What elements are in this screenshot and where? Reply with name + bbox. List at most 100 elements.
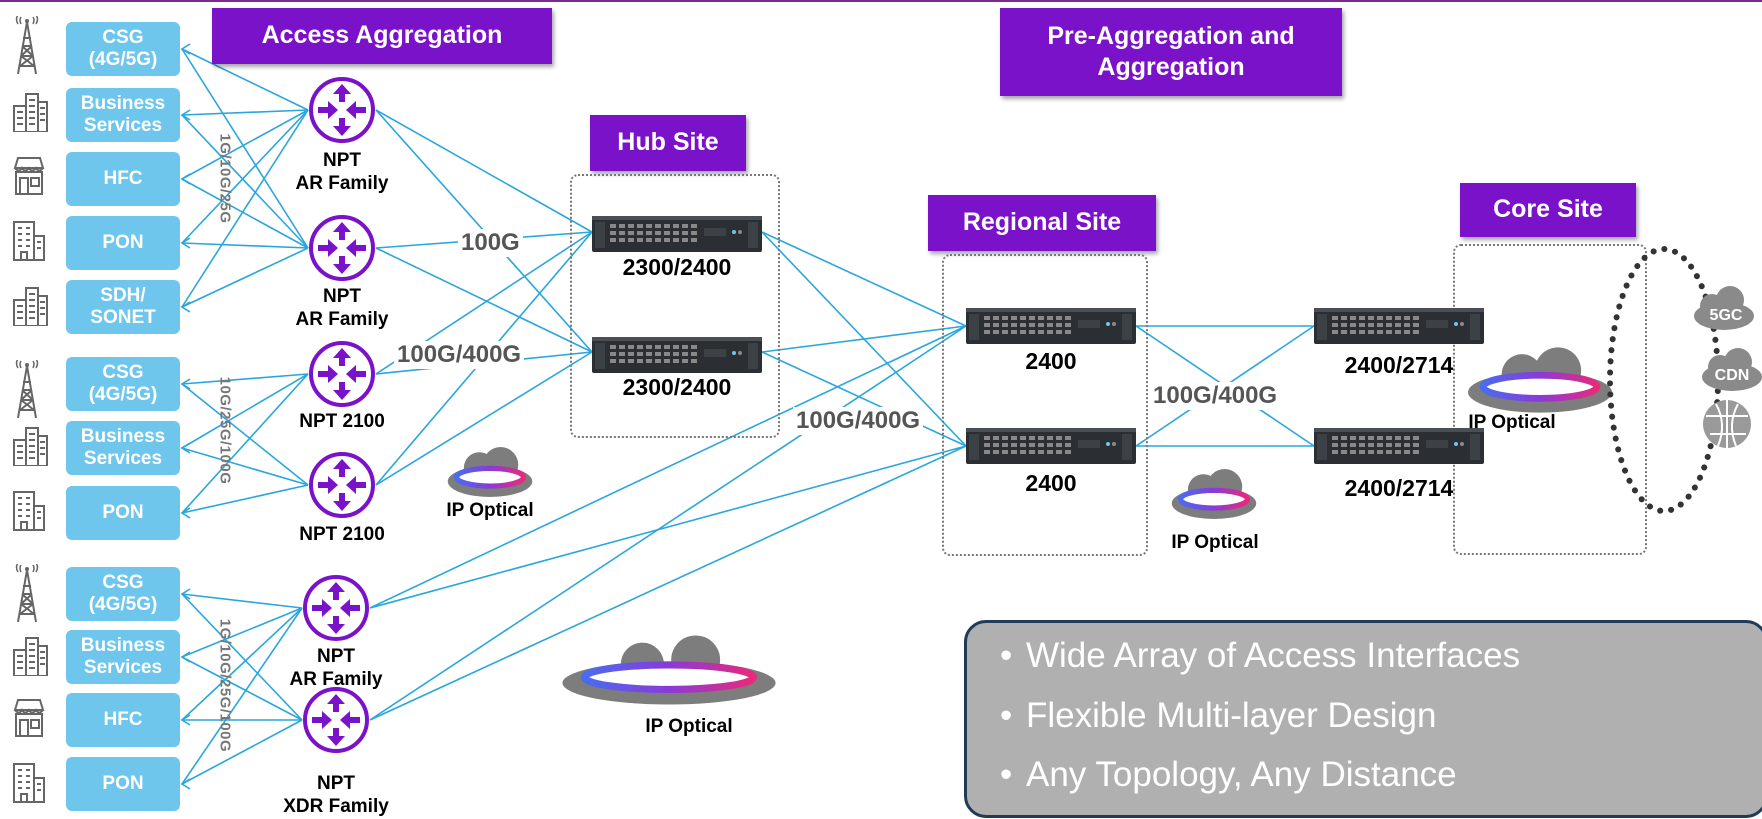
link-line bbox=[181, 109, 309, 244]
top-accent-bar bbox=[0, 0, 1762, 2]
link-line bbox=[369, 325, 967, 609]
bullet-dot: • bbox=[1000, 755, 1013, 794]
link-line bbox=[181, 593, 303, 609]
link-line bbox=[181, 447, 309, 486]
link-line bbox=[181, 607, 303, 721]
link-line bbox=[761, 351, 967, 447]
link-line bbox=[181, 656, 303, 721]
banner-pre-aggregation: Pre-Aggregation and Aggregation bbox=[1000, 8, 1342, 96]
access-box: PON bbox=[66, 486, 180, 540]
access-box: CSG (4G/5G) bbox=[66, 22, 180, 76]
link-line bbox=[181, 242, 309, 249]
link-line bbox=[181, 607, 303, 658]
link-line bbox=[181, 373, 309, 449]
link-line bbox=[181, 383, 309, 486]
link-arrow bbox=[180, 714, 191, 726]
hub-site-box bbox=[570, 174, 780, 438]
router-label: NPT AR Family bbox=[295, 150, 389, 194]
regional-site-box bbox=[942, 254, 1148, 556]
banner-regional-site: Regional Site bbox=[928, 195, 1156, 251]
link-arrow bbox=[180, 301, 191, 313]
access-box: CSG (4G/5G) bbox=[66, 357, 180, 411]
link-line bbox=[181, 48, 309, 111]
access-box: Business Services bbox=[66, 630, 180, 684]
router-label: NPT 2100 bbox=[299, 524, 385, 545]
capacity-label-group3: 1G/10G/25G/100G bbox=[216, 618, 234, 753]
access-box: CSG (4G/5G) bbox=[66, 567, 180, 621]
link-line bbox=[181, 109, 309, 180]
link-arrow bbox=[180, 43, 191, 55]
link-line bbox=[181, 719, 303, 785]
link-line bbox=[181, 373, 309, 514]
router-label: NPT 2100 bbox=[299, 411, 385, 432]
link-line bbox=[761, 325, 967, 353]
banner-core-site: Core Site bbox=[1460, 183, 1636, 237]
cloud-label: IP Optical bbox=[1468, 412, 1556, 433]
access-box: PON bbox=[66, 757, 180, 811]
banner-access-aggregation: Access Aggregation bbox=[212, 8, 552, 64]
router-label: NPT AR Family bbox=[295, 286, 389, 330]
link-line bbox=[181, 607, 303, 785]
link-line bbox=[761, 231, 967, 327]
bullet-dot: • bbox=[1000, 696, 1013, 735]
link-line bbox=[181, 114, 309, 249]
link-arrow bbox=[180, 378, 191, 390]
link-arrow bbox=[180, 778, 191, 790]
link-line bbox=[181, 109, 309, 116]
bullet-text: Wide Array of Access Interfaces bbox=[1026, 636, 1521, 675]
banner-hub-site: Hub Site bbox=[590, 115, 746, 171]
info-panel bbox=[964, 620, 1762, 818]
link-line bbox=[181, 178, 309, 249]
device-label: 2300/2400 bbox=[622, 254, 732, 280]
device-label: 2400/2714 bbox=[1344, 352, 1454, 378]
device-label: 2400/2714 bbox=[1344, 475, 1454, 501]
link-line bbox=[181, 247, 309, 308]
link-line bbox=[181, 109, 309, 308]
link-arrow bbox=[180, 442, 191, 454]
device-label: 2400 bbox=[1025, 470, 1077, 496]
link-line bbox=[375, 247, 593, 353]
access-box: SDH/ SONET bbox=[66, 280, 180, 334]
bullet-dot: • bbox=[1000, 636, 1013, 675]
bullet-item: • Any Topology, Any Distance bbox=[1000, 755, 1457, 795]
bullet-text: Any Topology, Any Distance bbox=[1026, 755, 1457, 794]
core-service-5gc: 5GC bbox=[1709, 307, 1743, 324]
link-line bbox=[369, 445, 967, 609]
link-arrow bbox=[180, 237, 191, 249]
speed-label-100g: 100G bbox=[458, 229, 523, 257]
link-line bbox=[375, 109, 593, 233]
cloud-label: IP Optical bbox=[645, 716, 733, 737]
capacity-label-group1: 1G/10G/25G bbox=[216, 133, 234, 224]
link-line bbox=[369, 325, 967, 721]
cloud-label: IP Optical bbox=[446, 500, 534, 521]
bullet-item: • Wide Array of Access Interfaces bbox=[1000, 636, 1520, 676]
router-label: NPT AR Family bbox=[289, 646, 383, 690]
access-box: Business Services bbox=[66, 421, 180, 475]
link-arrow bbox=[180, 651, 191, 663]
link-arrow bbox=[180, 109, 191, 121]
access-box: HFC bbox=[66, 152, 180, 206]
link-line bbox=[181, 373, 309, 385]
link-arrow bbox=[180, 588, 191, 600]
router-label: NPT XDR Family bbox=[283, 773, 389, 817]
bullet-item: • Flexible Multi-layer Design bbox=[1000, 696, 1436, 736]
link-line bbox=[181, 593, 303, 721]
link-arrow bbox=[180, 173, 191, 185]
link-line bbox=[369, 445, 967, 721]
bullet-text: Flexible Multi-layer Design bbox=[1026, 696, 1437, 735]
capacity-label-group2: 10G/25G/100G bbox=[216, 376, 234, 485]
access-box: HFC bbox=[66, 693, 180, 747]
device-label: 2300/2400 bbox=[622, 374, 732, 400]
link-line bbox=[181, 484, 309, 514]
speed-label-hub-right: 100G/400G bbox=[793, 407, 924, 435]
device-label: 2400 bbox=[1025, 348, 1077, 374]
link-line bbox=[181, 48, 309, 249]
link-line bbox=[375, 351, 593, 486]
speed-label-regional-core: 100G/400G bbox=[1150, 382, 1281, 410]
speed-label-hub-left: 100G/400G bbox=[394, 341, 525, 369]
link-arrow bbox=[180, 507, 191, 519]
cloud-label: IP Optical bbox=[1171, 532, 1259, 553]
core-service-cdn: CDN bbox=[1714, 367, 1750, 384]
access-box: PON bbox=[66, 216, 180, 270]
access-box: Business Services bbox=[66, 88, 180, 142]
